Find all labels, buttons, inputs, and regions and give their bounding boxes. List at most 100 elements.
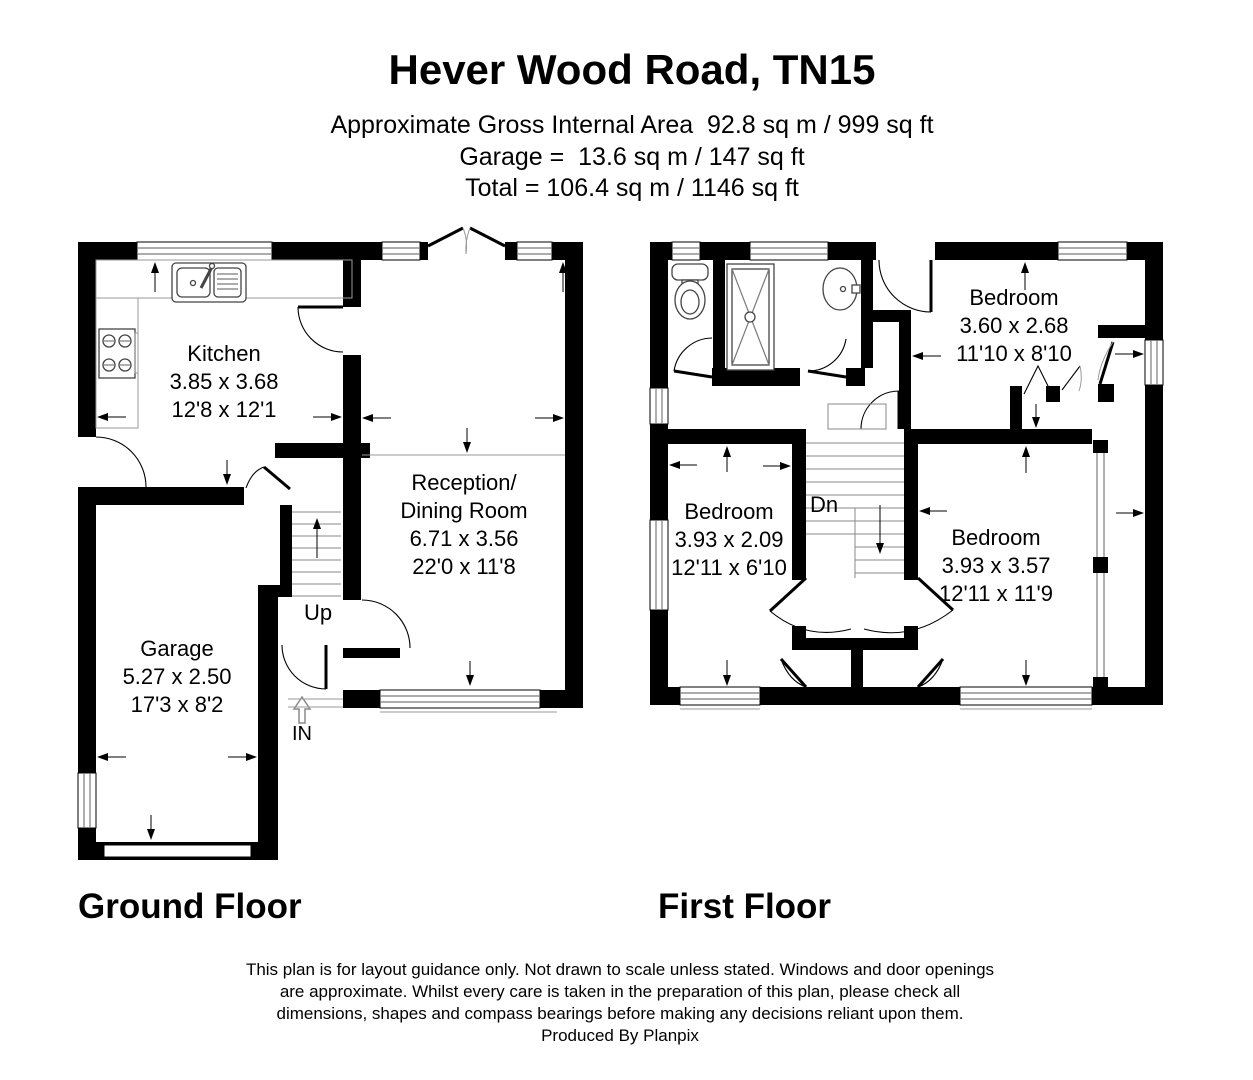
ff-dimension-arrows xyxy=(669,262,1144,686)
front-door-arc xyxy=(281,644,328,690)
door-arc xyxy=(245,465,291,491)
door-arc xyxy=(673,337,713,379)
ff-windows xyxy=(649,241,1164,706)
door-arc xyxy=(95,436,147,488)
window xyxy=(959,686,1093,706)
room-name: Garage xyxy=(140,636,213,661)
dim-arrow xyxy=(147,815,155,840)
room-dims-metric: 3.93 x 2.09 xyxy=(675,527,784,552)
window xyxy=(649,387,669,425)
room-dims-imperial: 22'0 x 11'8 xyxy=(412,554,515,579)
room-name: Reception/ xyxy=(411,470,517,495)
room-dims-metric: 3.93 x 3.57 xyxy=(942,553,1051,578)
gf-room-labels: Kitchen 3.85 x 3.68 12'8 x 12'1 Receptio… xyxy=(123,341,528,745)
basin-icon xyxy=(822,267,861,311)
dim-arrow xyxy=(919,507,947,515)
room-dims-imperial: 12'8 x 12'1 xyxy=(171,397,276,422)
room-dims-imperial: 11'10 x 8'10 xyxy=(956,341,1072,366)
dim-arrow xyxy=(1116,509,1144,517)
dim-arrow xyxy=(97,753,126,761)
page-title: Hever Wood Road, TN15 xyxy=(389,46,876,93)
dim-arrow xyxy=(1022,660,1030,686)
french-doors xyxy=(427,226,506,255)
gross-area-line: Approximate Gross Internal Area 92.8 sq … xyxy=(330,111,933,139)
ff-walls xyxy=(650,242,1163,705)
window xyxy=(1144,339,1164,386)
wardrobe-bifold-doors xyxy=(1023,341,1115,395)
dim-arrow xyxy=(1022,446,1030,473)
room-name: Kitchen xyxy=(187,341,260,366)
room-dims-imperial: 17'3 x 8'2 xyxy=(131,692,224,717)
door-arc xyxy=(878,259,933,313)
door-arc xyxy=(860,390,901,430)
ff-doors xyxy=(673,259,1115,688)
first-floor-plan: Bedroom 3.60 x 2.68 11'10 x 8'10 Bedroom… xyxy=(649,241,1164,710)
window xyxy=(679,686,761,706)
window xyxy=(379,689,541,709)
room-dims-imperial: 12'11 x 6'10 xyxy=(671,555,787,580)
dim-arrow xyxy=(97,413,126,421)
first-floor-title: First Floor xyxy=(658,887,831,926)
gf-dimension-arrows xyxy=(97,262,567,840)
hob-icon xyxy=(98,328,139,379)
room-dims-metric: 3.60 x 2.68 xyxy=(960,313,1069,338)
window xyxy=(381,241,421,261)
gf-walls xyxy=(78,242,583,860)
staircase-down xyxy=(806,403,904,578)
stairs-down-label: Dn xyxy=(810,492,838,517)
dim-arrow xyxy=(223,460,231,485)
dim-arrow xyxy=(151,262,159,292)
garage-door xyxy=(103,844,252,858)
ground-floor-title: Ground Floor xyxy=(78,887,302,926)
room-dims-metric: 6.71 x 3.56 xyxy=(410,526,519,551)
dim-arrow xyxy=(912,352,941,360)
door-arc xyxy=(297,305,344,353)
door-arc xyxy=(863,576,955,634)
footer-disclaimer: This plan is for layout guidance only. N… xyxy=(246,960,994,1045)
window xyxy=(136,241,273,261)
room-name: Dining Room xyxy=(400,498,527,523)
staircase-up xyxy=(292,511,341,597)
room-name: Bedroom xyxy=(951,525,1040,550)
door-arc xyxy=(807,338,847,379)
dim-arrow xyxy=(463,428,471,453)
door-arc xyxy=(768,576,852,633)
window xyxy=(1057,241,1128,261)
window xyxy=(671,241,701,261)
ff-fixtures xyxy=(671,263,861,371)
window xyxy=(749,241,829,261)
disclaimer-line: are approximate. Whilst every care is ta… xyxy=(280,982,960,1001)
entrance-label: IN xyxy=(292,723,312,745)
room-dims-metric: 5.27 x 2.50 xyxy=(123,664,232,689)
dim-arrow xyxy=(362,414,391,422)
dim-arrow xyxy=(228,753,257,761)
dim-arrow xyxy=(466,661,474,686)
glazed-screen xyxy=(1096,453,1105,677)
door-arc xyxy=(361,599,411,649)
disclaimer-line: dimensions, shapes and compass bearings … xyxy=(276,1004,963,1023)
ff-room-labels: Bedroom 3.60 x 2.68 11'10 x 8'10 Bedroom… xyxy=(671,285,1072,606)
dim-arrow xyxy=(1021,262,1029,290)
gf-doors xyxy=(95,226,506,690)
entrance-in-arrow xyxy=(292,695,312,724)
shower-icon xyxy=(726,263,775,371)
window xyxy=(77,772,97,829)
cupboard-door xyxy=(779,658,808,688)
side-door-opening xyxy=(78,437,96,487)
toilet-icon xyxy=(671,263,709,320)
gf-fixtures xyxy=(95,259,353,429)
kitchen-sink-icon xyxy=(171,262,247,303)
cupboard-door xyxy=(916,658,945,688)
room-dims-imperial: 12'11 x 11'9 xyxy=(939,581,1053,606)
dim-arrow xyxy=(763,462,791,470)
dim-arrow xyxy=(535,414,564,422)
garage-area-line: Garage = 13.6 sq m / 147 sq ft xyxy=(459,143,804,171)
disclaimer-line: This plan is for layout guidance only. N… xyxy=(246,960,994,979)
room-name: Bedroom xyxy=(684,499,773,524)
producer-credit: Produced By Planpix xyxy=(541,1026,699,1045)
ground-floor-plan: Kitchen 3.85 x 3.68 12'8 x 12'1 Receptio… xyxy=(77,226,583,860)
dim-arrow xyxy=(1115,350,1144,358)
dim-arrow xyxy=(723,660,731,686)
dim-arrow xyxy=(559,262,567,292)
